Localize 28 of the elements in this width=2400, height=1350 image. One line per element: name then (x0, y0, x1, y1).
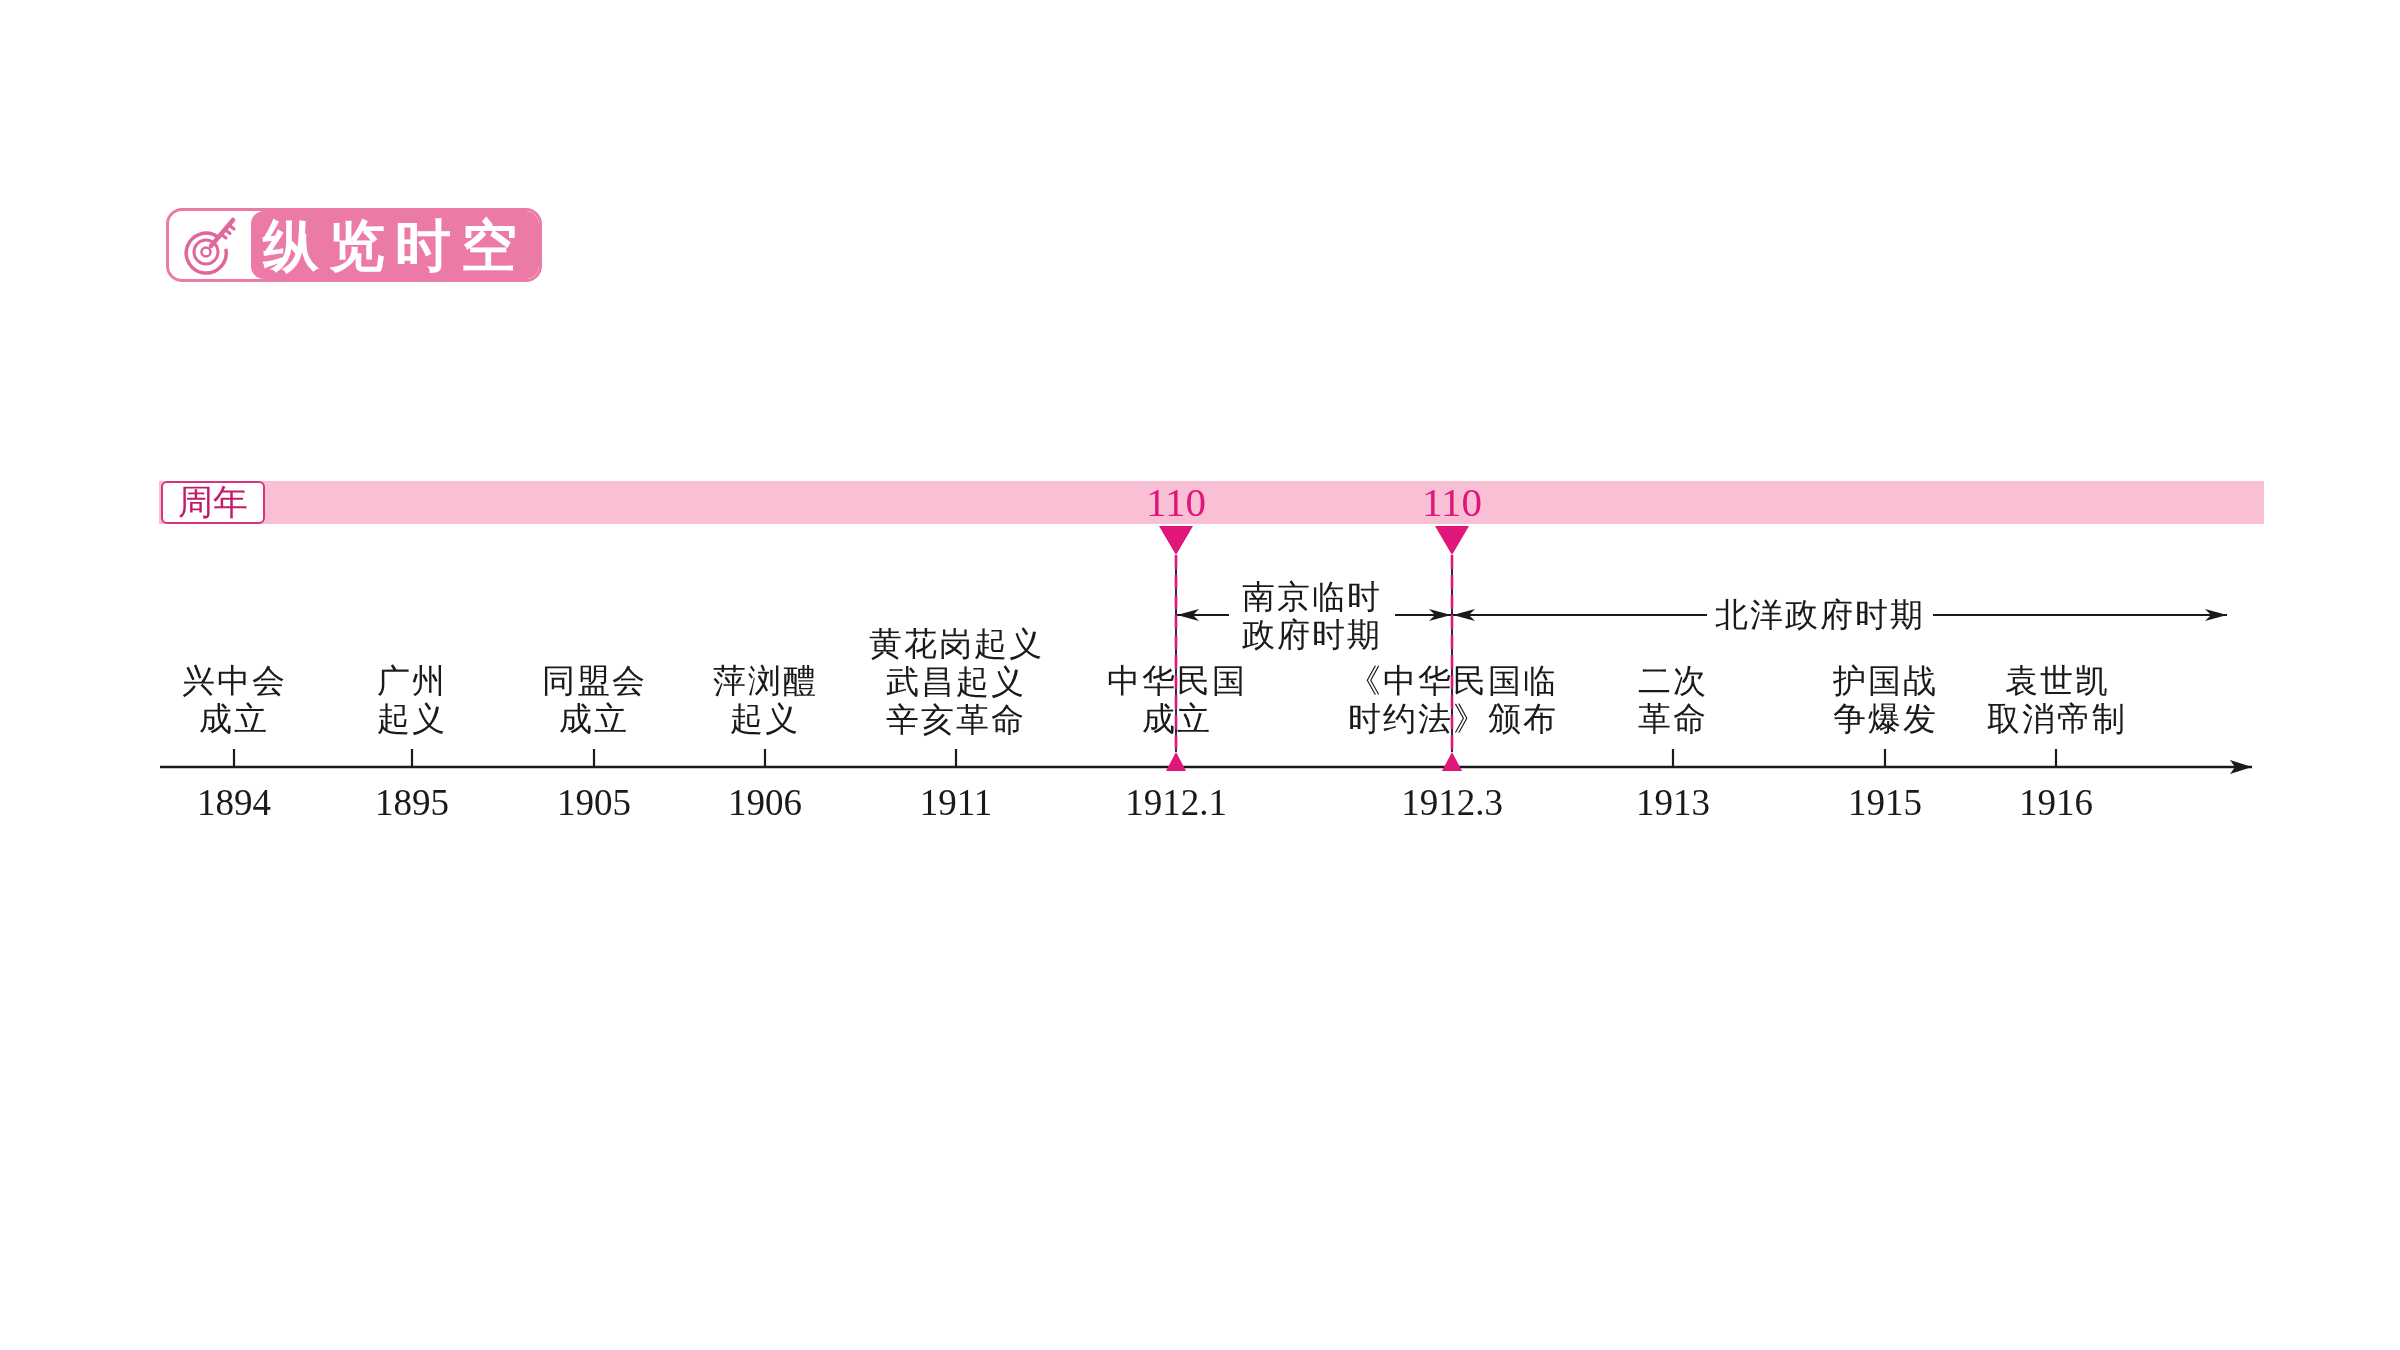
year-label: 1894 (197, 784, 271, 822)
event-label: 广州起义 (376, 662, 448, 738)
anniversary-number: 110 (1146, 481, 1206, 524)
event-label: 同盟会成立 (540, 662, 648, 738)
anniversary-tag: 周年 (161, 481, 265, 524)
year-label: 1906 (728, 784, 802, 822)
event-label: 武昌起义 (886, 663, 1026, 701)
year-label: 1895 (375, 784, 449, 822)
year-label: 1915 (1848, 784, 1922, 822)
event-label: 二次革命 (1637, 662, 1709, 738)
year-label: 1912.1 (1125, 784, 1227, 822)
year-label: 1913 (1636, 784, 1710, 822)
event-label: 兴中会成立 (180, 662, 288, 738)
event-label: 辛亥革命 (886, 701, 1026, 739)
year-label: 1911 (919, 784, 993, 822)
event-label: 黄花岗起义 (868, 625, 1044, 663)
event-label: 袁世凯取消帝制 (1987, 662, 2127, 738)
year-label: 1905 (557, 784, 631, 822)
anniversary-band (159, 481, 2264, 524)
year-label: 1912.3 (1401, 784, 1503, 822)
section-title: 纵览时空 (251, 211, 539, 279)
event-label: 萍浏醴起义 (711, 662, 819, 738)
period-label: 北洋政府时期 (1707, 596, 1933, 634)
event-label: 《中华民国临时约法》颁布 (1347, 662, 1559, 738)
anniversary-number: 110 (1422, 481, 1482, 524)
year-label: 1916 (2019, 784, 2093, 822)
period-label: 南京临时政府时期 (1229, 578, 1395, 654)
event-label: 护国战争爆发 (1831, 662, 1939, 738)
